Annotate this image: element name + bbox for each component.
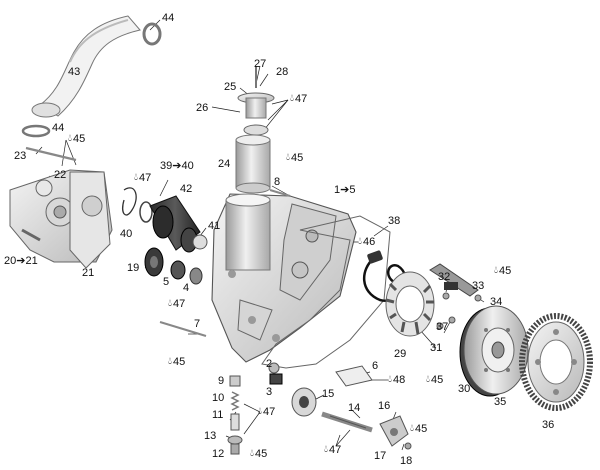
oil-drop-icon: 💧︎ — [410, 423, 414, 434]
callout-label: 38 — [388, 215, 401, 227]
hose-clamp-icon — [21, 22, 162, 138]
oil-pump-assembly — [291, 387, 412, 450]
callout-label: 30 — [458, 383, 471, 395]
callout-label: 💧︎45 — [286, 152, 304, 164]
callout-label: 19 — [127, 262, 140, 274]
oil-drop-icon: 💧︎ — [358, 236, 362, 247]
callout-label: 9 — [218, 375, 225, 387]
oil-drop-icon: 💧︎ — [250, 448, 254, 459]
callout-label: 15 — [322, 388, 335, 400]
callout-label: 💧︎45 — [410, 423, 428, 435]
callout-label: 2 — [266, 358, 273, 370]
callout-label: 35 — [494, 396, 507, 408]
callout-label: 💧︎47 — [258, 406, 276, 418]
callout-label: 7 — [194, 318, 201, 330]
oil-drop-icon: 💧︎ — [324, 444, 328, 455]
callout-label: 26 — [196, 102, 209, 114]
drain-plug — [268, 362, 283, 385]
oil-drop-icon: 💧︎ — [168, 298, 172, 309]
callout-label: 💧︎45 — [68, 133, 86, 145]
relief-valve-parts — [227, 375, 243, 455]
callout-label: 40 — [120, 228, 133, 240]
water-pump-housing — [9, 169, 113, 269]
cover-plate — [335, 365, 373, 387]
callout-label: 41 — [208, 220, 221, 232]
callout-label: 💧︎47 — [290, 93, 308, 105]
callout-label: 27 — [254, 58, 267, 70]
callout-label: 39➔40 — [160, 160, 194, 172]
callout-label: 16 — [378, 400, 391, 412]
callout-label: 5 — [163, 276, 170, 288]
oil-drop-icon: 💧︎ — [494, 265, 498, 276]
bolt-icon — [159, 321, 207, 337]
cover-gasket — [261, 215, 391, 369]
oil-drop-icon: 💧︎ — [68, 133, 72, 144]
callout-label: 25 — [224, 81, 237, 93]
callout-label: 💧︎47 — [134, 172, 152, 184]
bolt-icon — [25, 146, 77, 162]
callout-label: 24 — [218, 158, 231, 170]
callout-label: 6 — [372, 360, 379, 372]
callout-label: 23 — [14, 150, 27, 162]
callout-label: 17 — [374, 450, 387, 462]
callout-label: 3 — [266, 386, 273, 398]
oil-drop-icon: 💧︎ — [388, 374, 392, 385]
callout-label: 36 — [542, 419, 555, 431]
callout-label: 10 — [212, 392, 225, 404]
coolant-hose — [31, 15, 141, 118]
callout-label: 33 — [472, 280, 485, 292]
oil-drop-icon: 💧︎ — [258, 406, 262, 417]
callout-label: 28 — [276, 66, 289, 78]
callout-label: 4 — [183, 282, 190, 294]
crankcase-cover — [211, 193, 357, 363]
callout-label: 21 — [82, 267, 95, 279]
callout-label: 20➔21 — [4, 255, 38, 267]
callout-label: 37 — [436, 321, 449, 333]
callout-label: 💧︎46 — [358, 236, 376, 248]
callout-label: 42 — [180, 183, 193, 195]
callout-label: 44 — [52, 122, 65, 134]
bolt-icon — [269, 189, 291, 197]
callout-label: 💧︎47 — [168, 298, 186, 310]
callout-label: 8 — [274, 176, 281, 188]
callout-label: 29 — [394, 348, 407, 360]
rotary-seal — [122, 187, 153, 223]
callout-label: 34 — [490, 296, 503, 308]
oil-drop-icon: 💧︎ — [426, 374, 430, 385]
oil-drop-icon: 💧︎ — [134, 172, 138, 183]
callout-label: 💧︎45 — [168, 356, 186, 368]
flywheel-rotor — [459, 305, 529, 397]
callout-label: 💧︎47 — [324, 444, 342, 456]
callout-label: 32 — [438, 271, 451, 283]
stator-icon — [385, 271, 435, 337]
oil-drop-icon: 💧︎ — [168, 356, 172, 367]
impeller-gear — [144, 247, 203, 285]
callout-label: 1➔5 — [334, 184, 356, 196]
callout-label: 44 — [162, 12, 175, 24]
balance-shaft-assembly — [235, 66, 275, 194]
callout-label: 22 — [54, 169, 67, 181]
callout-label: 18 — [400, 455, 413, 467]
callout-label: 12 — [212, 448, 225, 460]
callout-label: 💧︎48 — [388, 374, 406, 386]
callout-label: 13 — [204, 430, 217, 442]
callout-label: 💧︎45 — [426, 374, 444, 386]
callout-label: 31 — [430, 342, 443, 354]
oil-drop-icon: 💧︎ — [286, 152, 290, 163]
callout-label: 14 — [348, 402, 361, 414]
drive-coupler — [149, 195, 208, 253]
small-hardware — [436, 292, 482, 330]
callout-label: 43 — [68, 66, 81, 78]
oil-drop-icon: 💧︎ — [290, 93, 294, 104]
callout-label: 💧︎45 — [494, 265, 512, 277]
callout-label: 11 — [212, 409, 224, 421]
ring-gear — [519, 313, 593, 411]
callout-label: 💧︎45 — [250, 448, 268, 460]
